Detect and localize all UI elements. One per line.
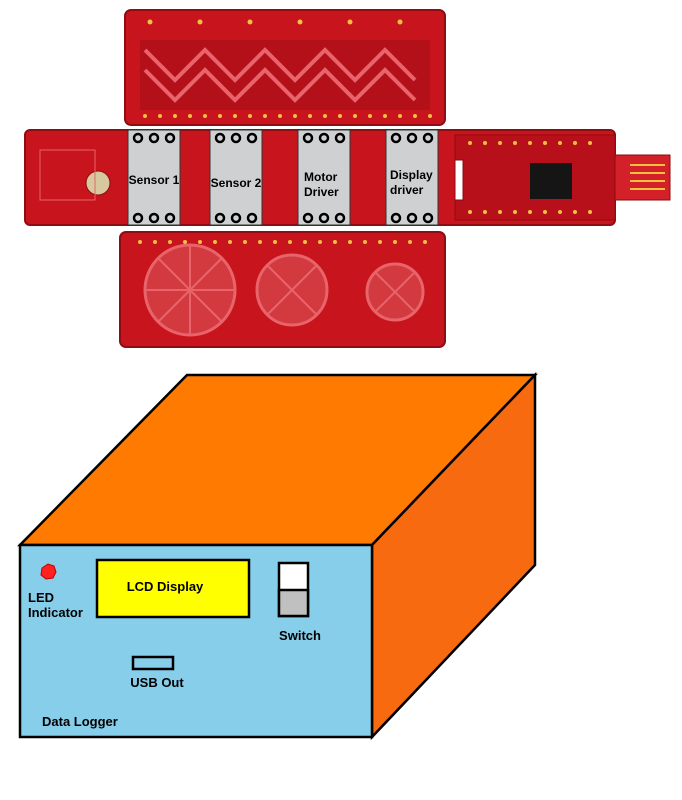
module-label-motor-line1: Motor <box>304 170 338 184</box>
led-indicator-icon <box>40 563 57 580</box>
usb-out-port <box>131 655 175 671</box>
touch-wheel-1 <box>143 243 237 337</box>
slider-electrode-pattern <box>143 47 417 83</box>
module-label-display-driver: Display driver <box>390 168 436 197</box>
pcb-bottom-panel <box>119 231 446 348</box>
module-label-motor-line2: Driver <box>304 185 339 199</box>
module-label-display-line1: Display <box>390 168 433 182</box>
pcb-top-panel <box>124 9 446 126</box>
lcd-display <box>95 558 251 619</box>
module-label-sensor-1: Sensor 1 <box>129 173 180 187</box>
module-sensor-2: Sensor 2 <box>209 129 263 226</box>
module-sensor-1: Sensor 1 <box>127 129 181 226</box>
pcb-board: Sensor 1 Sensor 2 Motor Driver <box>24 9 671 348</box>
led-label-line2: Indicator <box>28 605 83 620</box>
lcd-display-label: LCD Display <box>127 579 204 594</box>
led-label: LED Indicator <box>28 590 83 620</box>
usb-out-label: USB Out <box>130 675 184 690</box>
module-motor-driver: Motor Driver <box>297 129 351 226</box>
usb-connector <box>614 154 671 201</box>
touch-button-3 <box>365 262 425 322</box>
module-display-driver: Display driver <box>385 129 439 226</box>
touch-button-2 <box>255 253 329 327</box>
microcontroller-chip <box>530 163 572 199</box>
data-logger-box: LED Indicator LCD Display Switch USB Out… <box>17 371 538 741</box>
power-switch <box>277 561 310 618</box>
module-label-sensor-2: Sensor 2 <box>211 176 262 190</box>
led-label-line1: LED <box>28 590 54 605</box>
switch-label: Switch <box>279 628 321 643</box>
device-label: Data Logger <box>42 714 118 729</box>
module-label-display-line2: driver <box>390 183 424 197</box>
switch-lever <box>277 588 310 618</box>
module-label-motor-driver: Motor Driver <box>304 170 341 199</box>
